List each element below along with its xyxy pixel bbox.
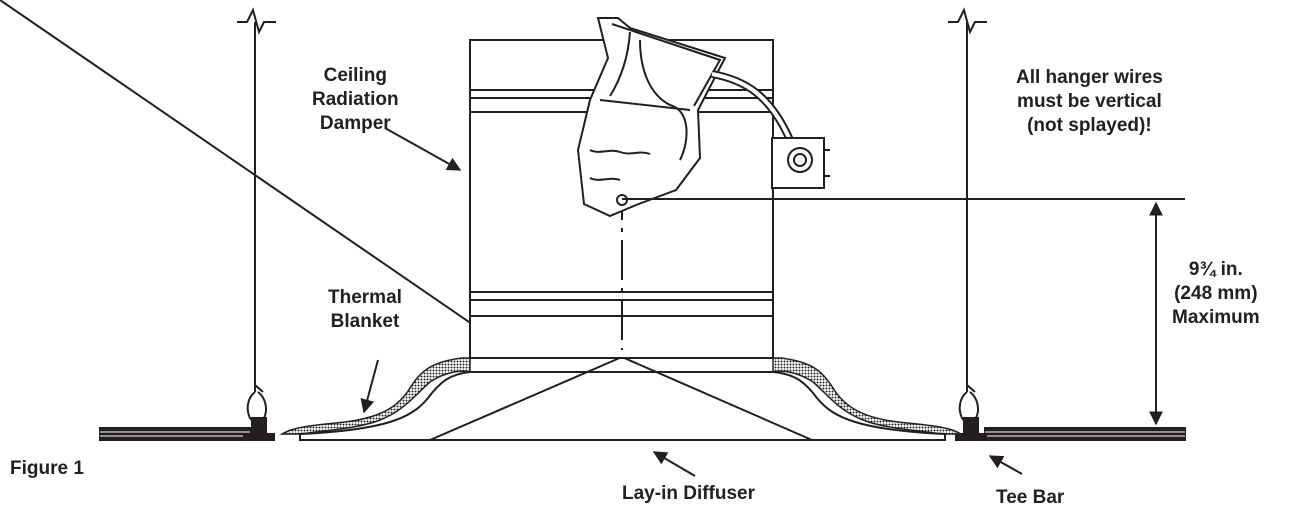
figure-caption: Figure 1: [10, 458, 84, 479]
damper-label-line: Radiation: [312, 89, 399, 110]
dimension-label-line: Maximum: [1172, 307, 1260, 328]
damper-leader-arrow: [384, 127, 462, 171]
ceiling-tile-right: [984, 427, 1186, 441]
hanger-note-line: must be vertical: [1017, 91, 1162, 112]
blanket-leader-arrow: [360, 359, 379, 414]
dimension-label-line: (248 mm): [1174, 283, 1258, 304]
tee-bar-left: [243, 417, 275, 441]
thermal-blanket-label-line: Blanket: [330, 311, 400, 332]
damper-label-line: Damper: [319, 113, 391, 134]
diffuser-leader-arrow: [652, 451, 696, 477]
dimension-label-line: 9¾ in.: [1188, 259, 1243, 280]
damper-label: Ceiling Radiation Damper: [312, 64, 399, 136]
tee-bar-right: [955, 417, 987, 441]
dimension-lines: [622, 198, 1185, 429]
ceiling-tile-left: [99, 427, 251, 441]
diffuser-label: Lay-in Diffuser: [622, 483, 756, 504]
hanger-note-line: (not splayed)!: [1027, 115, 1152, 136]
actuator: [576, 17, 830, 218]
thermal-blanket-left: [279, 357, 471, 435]
left-hanger-wire: [237, 7, 276, 424]
thermal-blanket-label-line: Thermal: [328, 287, 402, 308]
lay-in-diffuser: [0, 0, 946, 441]
teebar-leader-arrow: [988, 455, 1023, 475]
tee-bar-label: Tee Bar: [996, 487, 1065, 508]
damper-label-line: Ceiling: [323, 65, 387, 86]
dimension-label: 9¾ in. (248 mm) Maximum: [1172, 258, 1260, 330]
hanger-note-line: All hanger wires: [1016, 67, 1163, 88]
right-hanger-wire: [948, 7, 987, 424]
hanger-note: All hanger wires must be vertical (not s…: [1016, 66, 1163, 138]
thermal-blanket-right: [772, 357, 964, 435]
thermal-blanket-label: Thermal Blanket: [328, 286, 402, 334]
